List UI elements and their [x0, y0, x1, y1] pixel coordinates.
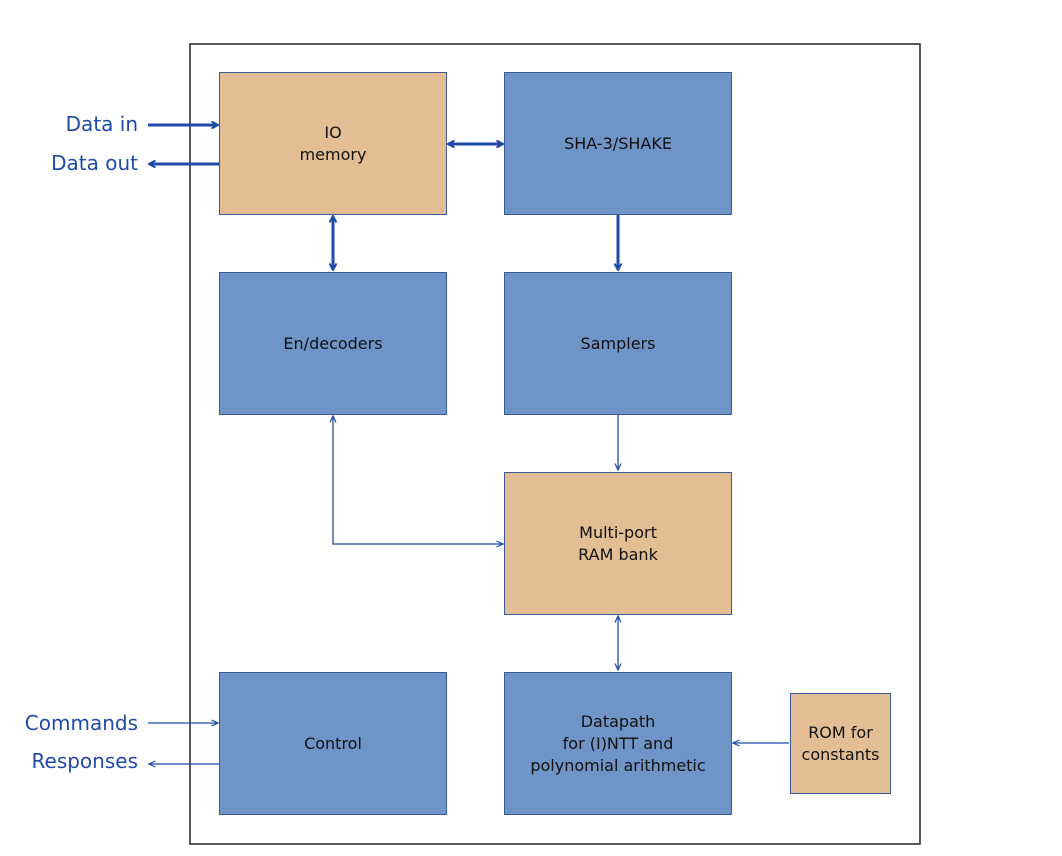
endecoders-ram-arrow [333, 416, 503, 544]
control-label: Control [304, 733, 362, 753]
datapath-line1: Datapath [580, 711, 656, 731]
endecoders-block: En/decoders [219, 272, 447, 415]
sha3-block: SHA-3/SHAKE [504, 72, 732, 215]
ram-bank-block: Multi-port RAM bank [504, 472, 732, 615]
ram-bank-line1: Multi-port [579, 522, 657, 542]
sha3-label: SHA-3/SHAKE [564, 133, 672, 153]
commands-label: Commands [24, 711, 138, 735]
data-in-label: Data in [65, 112, 138, 136]
samplers-block: Samplers [504, 272, 732, 415]
samplers-label: Samplers [580, 333, 656, 353]
rom-line2: constants [801, 744, 880, 764]
data-out-label: Data out [51, 151, 138, 175]
io-memory-block: IO memory [219, 72, 447, 215]
rom-block: ROM for constants [790, 693, 891, 794]
datapath-line3: polynomial arithmetic [530, 755, 706, 775]
control-block: Control [219, 672, 447, 815]
endecoders-label: En/decoders [283, 333, 383, 353]
datapath-line2: for (I)NTT and [562, 733, 674, 753]
system-frame [189, 43, 921, 845]
datapath-block: Datapath for (I)NTT and polynomial arith… [504, 672, 732, 815]
ram-bank-line2: RAM bank [578, 544, 658, 564]
io-memory-line1: IO [324, 122, 342, 142]
rom-line1: ROM for [808, 722, 873, 742]
responses-label: Responses [31, 749, 138, 773]
io-memory-line2: memory [299, 144, 367, 164]
